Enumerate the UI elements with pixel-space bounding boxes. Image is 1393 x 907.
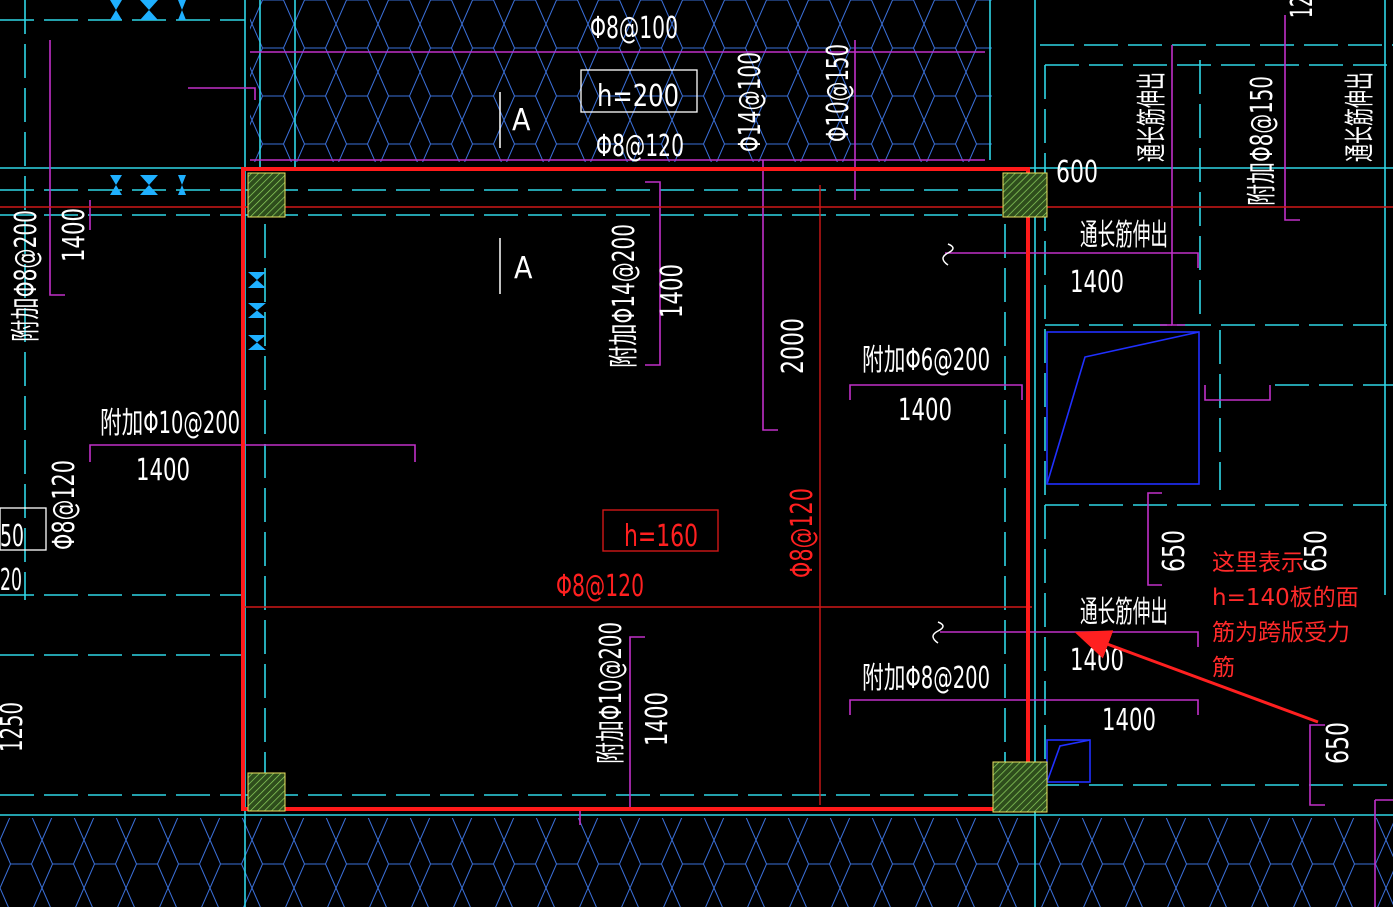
label-add-phi6-200: 附加Φ6@200 (862, 343, 990, 378)
red-slab-lines (0, 185, 1393, 805)
label-right-600: 600 (1056, 155, 1098, 190)
annotation-line-2: h=140板的面 (1212, 585, 1359, 611)
label-right-through-vertical2: 通长筋伸出 (1343, 72, 1378, 162)
label-left-add-phi8-200: 附加Φ8@200 (9, 210, 44, 342)
label-add-phi14-200: 附加Φ14@200 (607, 224, 642, 368)
label-left-1250: 1250 (0, 702, 30, 752)
label-center-a: A (514, 251, 533, 286)
label-add-phi8-200-right: 附加Φ8@200 (862, 661, 990, 696)
label-left-phi8-120: Φ8@120 (47, 460, 82, 550)
label-top-phi14-100: Φ14@100 (733, 52, 768, 152)
blue-opening-shapes (1046, 331, 1200, 783)
label-right-add-phi8-150: 附加Φ8@150 (1245, 76, 1280, 206)
annotation-arrow (1074, 630, 1319, 724)
annotation-line-1: 这里表示 (1212, 550, 1304, 576)
label-right-through-vertical: 通长筋伸出 (1135, 72, 1170, 162)
annotation-line-3: 筋为跨版受力 (1212, 620, 1350, 646)
annotation-note: 这里表示 h=140板的面 筋为跨版受力 筋 (1212, 550, 1359, 681)
label-right-through-mid: 通长筋伸出 (1080, 595, 1168, 630)
label-add-phi10-200-bottom: 附加Φ10@200 (594, 622, 629, 764)
column-blocks (247, 172, 1048, 813)
left-50-box (0, 507, 47, 551)
label-right-12: 12 (1285, 0, 1320, 18)
label-add-phi10-200-bottom-len: 1400 (640, 692, 675, 746)
label-add-phi10-200-left: 附加Φ10@200 (100, 406, 240, 441)
label-add-phi10-200-left-len: 1400 (136, 453, 190, 488)
squiggle-mark-bottom (932, 621, 944, 644)
label-top-phi8-120: Φ8@120 (596, 129, 684, 164)
label-top-a: A (512, 103, 531, 138)
label-center-phi8-120-v: Φ8@120 (785, 488, 820, 578)
h160-box (602, 509, 719, 552)
bowtie-markers (110, 0, 266, 350)
label-dim-2000: 2000 (776, 318, 811, 374)
label-add-phi6-200-len: 1400 (898, 393, 952, 428)
drawing-text: Φ8@100 h=200 A Φ8@120 Φ14@100 Φ10@150 A … (0, 0, 1378, 764)
label-top-rebar: Φ8@100 (590, 11, 678, 46)
label-right-650-a: 650 (1157, 530, 1192, 572)
h200-box (580, 69, 698, 113)
label-add-phi14-200-len: 1400 (655, 264, 690, 318)
label-right-through-top-len: 1400 (1070, 265, 1124, 300)
label-left-1400: 1400 (57, 208, 92, 262)
slab-boundary-outline (241, 167, 1030, 811)
label-center-h160: h=160 (624, 519, 698, 554)
label-top-h200: h=200 (597, 79, 679, 114)
label-left-20: 20 (0, 563, 22, 598)
annotation-line-4: 筋 (1212, 655, 1235, 681)
label-right-through-top: 通长筋伸出 (1080, 218, 1168, 253)
label-top-phi10-150: Φ10@150 (821, 44, 856, 142)
label-left-50: 50 (0, 519, 24, 554)
hex-hatch-bottom (0, 818, 1393, 907)
label-center-phi8-120-h: Φ8@120 (556, 569, 644, 604)
squiggle-mark-top (942, 243, 954, 266)
label-right-650-c: 650 (1321, 722, 1356, 764)
label-right-650-b: 650 (1299, 530, 1334, 572)
label-add-phi8-200-right-len: 1400 (1102, 703, 1156, 738)
hex-hatch-top (250, 0, 992, 162)
